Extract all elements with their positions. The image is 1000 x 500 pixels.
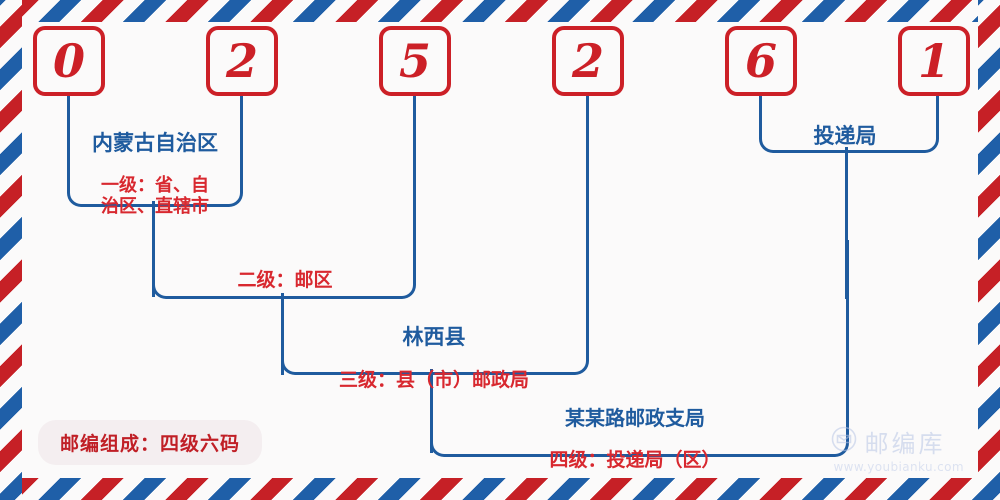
diagram-canvas <box>22 22 978 478</box>
digit-box-3[interactable]: 5 <box>379 26 451 96</box>
bracket-level2-right <box>279 96 416 299</box>
envelope-border-left <box>0 0 22 500</box>
digit-box-1[interactable]: 0 <box>33 26 105 96</box>
delivery-office-text: 投递局 <box>813 122 877 148</box>
digit-box-6[interactable]: 1 <box>898 26 970 96</box>
digit-glyph-3: 5 <box>398 34 431 88</box>
level4-place: 某某路邮政支局 <box>565 405 705 430</box>
label-level-1: 内蒙古自治区 一级：省、自 治区、直辖市 <box>65 112 245 236</box>
bracket-level3-left <box>281 330 434 375</box>
label-level-2: 二级：邮区 <box>160 250 410 310</box>
watermark-url: www.youbianku.com <box>833 460 964 474</box>
level1-place: 内蒙古自治区 <box>92 129 218 155</box>
level3-place: 林西县 <box>402 323 466 349</box>
digit-glyph-2: 2 <box>225 34 258 88</box>
postcode-composition-badge: 邮编组成：四级六码 <box>38 420 263 465</box>
digit-glyph-6: 1 <box>917 34 950 88</box>
bracket-level4-right <box>627 240 849 457</box>
digit-glyph-4: 2 <box>571 34 604 88</box>
bracket-delivery-stem <box>845 147 848 299</box>
bracket-level1-right <box>154 96 243 207</box>
bracket-delivery-left <box>759 96 862 153</box>
badge-text: 邮编组成：四级六码 <box>60 433 241 455</box>
bracket-level2-left <box>152 250 285 299</box>
digit-box-5[interactable]: 6 <box>725 26 797 96</box>
envelope-border-right <box>978 0 1000 500</box>
bracket-level4-left <box>430 410 633 457</box>
digit-glyph-5: 6 <box>744 34 777 88</box>
envelope-border-bottom <box>0 478 1000 500</box>
level4-level: 四级：投递局（区） <box>549 449 721 472</box>
watermark-brand: 邮编库 <box>864 430 946 458</box>
label-level-4: 某某路邮政支局 四级：投递局（区） <box>490 388 780 491</box>
digit-box-4[interactable]: 2 <box>552 26 624 96</box>
watermark: 邮编库 www.youbianku.com <box>831 424 964 474</box>
bracket-level1-left <box>67 96 160 207</box>
bracket-level1-stem <box>152 201 155 297</box>
level3-level: 三级：县（市）邮政局 <box>338 368 529 391</box>
bracket-delivery-right <box>856 96 939 153</box>
digit-glyph-1: 0 <box>52 34 85 88</box>
digit-box-2[interactable]: 2 <box>206 26 278 96</box>
envelope-border-top <box>0 0 1000 22</box>
envelope-circle-icon <box>831 426 857 457</box>
bracket-level3-right <box>428 96 589 375</box>
label-delivery-office: 投递局 <box>745 105 945 168</box>
level2-level: 二级：邮区 <box>237 268 333 291</box>
level1-level: 一级：省、自 治区、直辖市 <box>101 174 209 217</box>
label-level-3: 林西县 三级：县（市）邮政局 <box>288 306 580 410</box>
